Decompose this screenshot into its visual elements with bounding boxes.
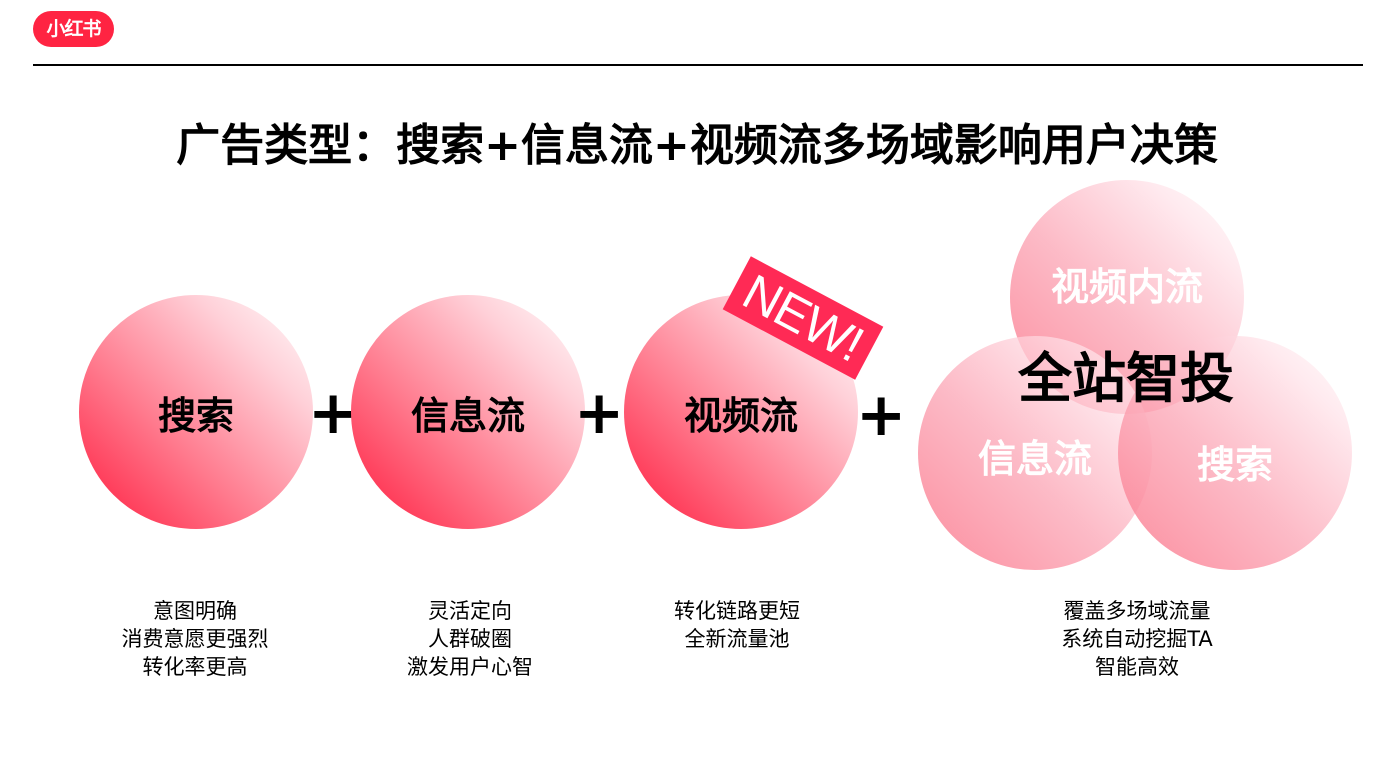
video-desc: 转化链路更短 全新流量池	[622, 597, 852, 653]
plus-icon: +	[308, 378, 359, 448]
combined-desc: 覆盖多场域流量 系统自动挖掘TA 智能高效	[1020, 597, 1254, 681]
xiaohongshu-logo: 小红书	[33, 11, 114, 47]
desc-line: 激发用户心智	[407, 655, 533, 679]
video-label: 视频流	[683, 393, 798, 438]
combined-search-circle: 搜索	[1118, 336, 1352, 570]
desc-line: 转化率更高	[142, 655, 248, 679]
combined-title: 全站智投	[1018, 347, 1234, 410]
plus-icon: +	[574, 378, 625, 448]
desc-line: 全新流量池	[684, 627, 790, 651]
desc-line: 灵活定向	[428, 599, 512, 623]
search-desc: 意图明确 消费意愿更强烈 转化率更高	[80, 597, 310, 681]
search-label: 搜索	[157, 393, 234, 438]
header-divider	[33, 64, 1363, 66]
feed-label: 信息流	[410, 393, 525, 438]
desc-line: 覆盖多场域流量	[1063, 599, 1211, 623]
combined-feed-label: 信息流	[977, 437, 1092, 481]
desc-line: 消费意愿更强烈	[121, 627, 269, 651]
desc-line: 智能高效	[1095, 655, 1179, 679]
desc-line: 系统自动挖掘TA	[1061, 627, 1213, 651]
desc-line: 转化链路更短	[674, 599, 800, 623]
combined-feed-circle: 信息流	[918, 336, 1152, 570]
search-circle: 搜索	[79, 295, 313, 529]
feed-desc: 灵活定向 人群破圈 激发用户心智	[355, 597, 585, 681]
combined-search-label: 搜索	[1196, 443, 1273, 487]
desc-line: 意图明确	[153, 599, 237, 623]
page-title: 广告类型：搜索+信息流+视频流多场域影响用户决策	[176, 120, 1218, 171]
feed-circle: 信息流	[351, 295, 585, 529]
desc-line: 人群破圈	[428, 627, 512, 651]
plus-icon: +	[856, 380, 907, 450]
video-in-stream-label: 视频内流	[1050, 265, 1203, 309]
